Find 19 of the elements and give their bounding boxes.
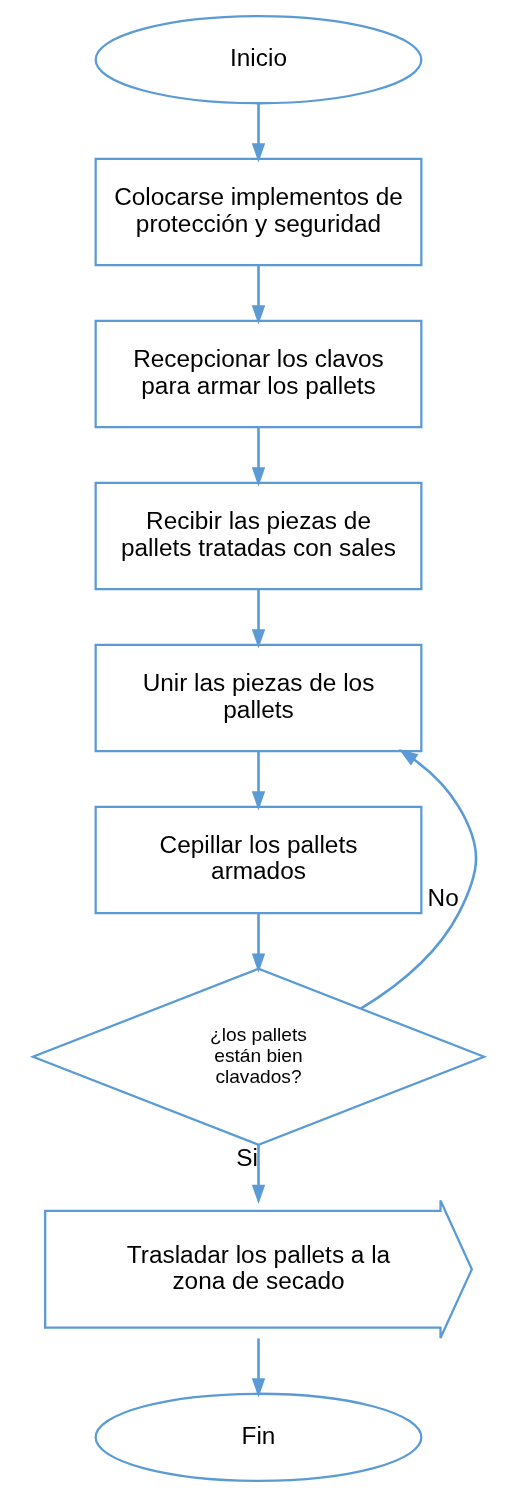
node-box: Recepcionar los clavos para armar los pallets: [94, 319, 423, 429]
node-diamond: ¿los pallets están bien clavados?: [29, 967, 488, 1146]
edge-label: Si: [236, 1143, 259, 1171]
node-box: Cepillar los pallets armados: [94, 805, 423, 915]
node-box: Recibir las piezas de pallets tratadas con sales: [94, 481, 423, 591]
node-ellipse: Fin: [94, 1392, 423, 1482]
arrow: [251, 589, 266, 649]
arrow: [360, 749, 478, 1010]
arrow: [251, 913, 266, 973]
arrow: [251, 427, 266, 487]
node-box: Unir las piezas de los pallets: [94, 643, 423, 753]
arrow: [251, 265, 266, 325]
arrow: [251, 1144, 266, 1204]
arrow: [251, 751, 266, 811]
node-box: Colocarse implementos de protección y seguridad: [94, 157, 423, 267]
edge-label: No: [427, 884, 459, 912]
arrow: [251, 1338, 266, 1398]
node-ellipse: Inicio: [94, 15, 423, 105]
arrow: [251, 103, 266, 163]
